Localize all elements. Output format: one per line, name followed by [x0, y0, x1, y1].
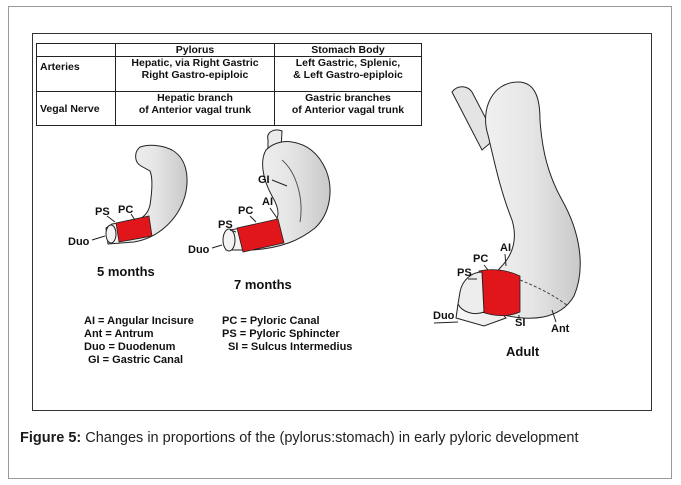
legend-item: PS = Pyloric Sphincter [222, 328, 352, 341]
pylorus-7m [237, 219, 284, 252]
label-duo: Duo [433, 310, 455, 322]
stage-label-adult: Adult [506, 344, 540, 359]
label-duo: Duo [68, 236, 90, 248]
caption-text: Changes in proportions of the (pylorus:s… [81, 430, 578, 446]
label-gi: GI [258, 174, 270, 186]
stomach-adult: AI PC PS Duo SI Ant Adult [433, 82, 580, 359]
label-pc: PC [473, 253, 488, 265]
legend-item: SI = Sulcus Intermedius [222, 341, 352, 354]
legend-item: Ant = Antrum [84, 328, 194, 341]
label-ps: PS [218, 219, 233, 231]
stomach-7-months: GI AI PC PS Duo 7 months [188, 130, 330, 292]
caption-prefix: Figure 5: [20, 430, 81, 446]
label-ps: PS [457, 267, 472, 279]
pylorus-adult [479, 270, 520, 316]
stomach-5-months: PS PC Duo 5 months [68, 145, 187, 279]
label-ai: AI [262, 196, 273, 208]
legend-item: Duo = Duodenum [84, 341, 194, 354]
label-duo: Duo [188, 244, 210, 256]
label-pc: PC [238, 205, 253, 217]
legend-abbreviations-left: AI = Angular Incisure Ant = Antrum Duo =… [84, 315, 194, 367]
stage-label-5-months: 5 months [97, 264, 155, 279]
duodenum-5m [106, 225, 116, 243]
label-ant: Ant [551, 323, 570, 335]
duodenum-7m [223, 229, 235, 251]
label-si: SI [515, 317, 525, 329]
legend-item: AI = Angular Incisure [84, 315, 194, 328]
legend-abbreviations-right: PC = Pyloric Canal PS = Pyloric Sphincte… [222, 315, 352, 354]
legend-item: GI = Gastric Canal [84, 354, 194, 367]
label-ai: AI [500, 242, 511, 254]
legend-item: PC = Pyloric Canal [222, 315, 352, 328]
figure-caption: Figure 5: Changes in proportions of the … [20, 429, 662, 447]
stage-label-7-months: 7 months [234, 277, 292, 292]
